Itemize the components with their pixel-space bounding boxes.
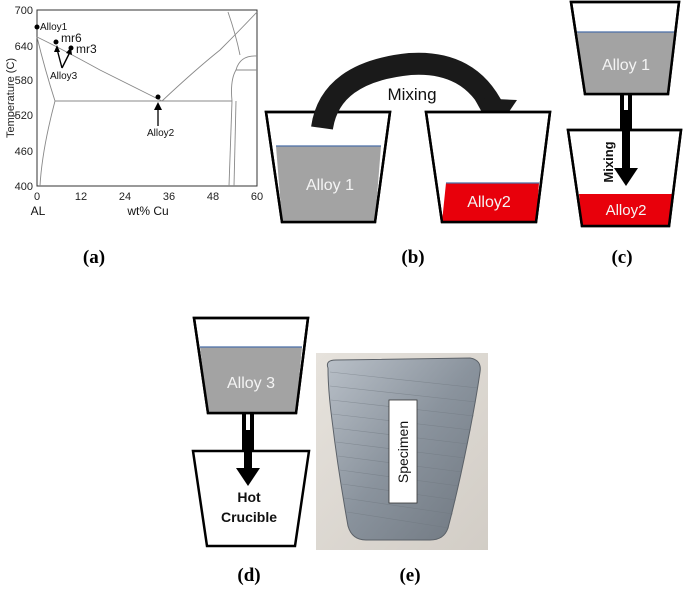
- y-tick-label: 520: [15, 110, 33, 122]
- mixing-label-vertical: Mixing: [601, 141, 616, 182]
- panel-label-a: (a): [83, 247, 105, 268]
- bottom-crucible-outline: [566, 128, 683, 228]
- x-tick-label: 0: [34, 191, 40, 203]
- theta-boundary-left: [228, 100, 233, 187]
- x-tick-label: 48: [207, 191, 219, 203]
- arrowhead-icon: [66, 47, 72, 55]
- hot-crucible: [191, 449, 311, 548]
- mr6-point: [53, 39, 59, 45]
- x-tick-label: 60: [251, 191, 263, 203]
- left-cup-label: Alloy 1: [306, 177, 354, 194]
- alloy3-arrows: [56, 48, 71, 69]
- specimen-label-box: [388, 399, 418, 504]
- solidus-left: [36, 36, 56, 102]
- mr3-label: mr3: [76, 42, 97, 56]
- pour-arrowhead-icon: [614, 168, 638, 186]
- hot-crucible-label-line1: Hot: [237, 489, 261, 505]
- liquidus-left: [36, 36, 163, 102]
- top-cup-label: Alloy 1: [602, 57, 650, 74]
- panel-label-e: (e): [399, 565, 420, 586]
- mixing-arrow-body: [311, 52, 504, 131]
- theta-boundary-right: [233, 100, 237, 187]
- mr6-label: mr6: [61, 31, 82, 45]
- hot-crucible-label-line2: Crucible: [221, 509, 277, 525]
- panel-c: Alloy 1 Mixing Alloy2: [566, 0, 683, 228]
- solvus-left: [39, 100, 56, 187]
- alloy1-label: Alloy1: [40, 22, 68, 33]
- pour-arrow-shaft-d: [244, 430, 252, 470]
- phase-diagram: Temperature (C) 700 640 580 520 460 400 …: [5, 5, 263, 218]
- alloy3-label: Alloy3: [50, 71, 78, 82]
- liquidus-right: [161, 11, 258, 102]
- top-cup-label-d: Alloy 3: [227, 375, 275, 392]
- bottom-crucible-fill: [579, 194, 672, 226]
- bottom-cup-label: Alloy2: [606, 202, 647, 219]
- upper-boundary: [235, 55, 258, 71]
- pour-arrow-shaft: [622, 110, 630, 170]
- x-tick-label: 24: [119, 191, 131, 203]
- y-tick-label: 580: [15, 75, 33, 87]
- arrowhead-icon: [54, 45, 60, 52]
- panel-d: Alloy 3 Hot Crucible: [191, 316, 311, 548]
- panel-b: Alloy 1 Mixing Alloy2: [264, 52, 552, 224]
- alloy1-point: [34, 24, 40, 30]
- arrowhead-icon: [154, 102, 162, 110]
- plot-frame: [36, 9, 258, 187]
- theta-liquidus: [231, 69, 257, 102]
- top-crucible-d-fill: [200, 347, 302, 413]
- specimen-label: Specimen: [395, 421, 411, 483]
- x-tick-label: 36: [163, 191, 175, 203]
- right-crucible-fill: [442, 183, 539, 222]
- specimen-photo: Specimen: [316, 353, 488, 550]
- top-crucible-d-outline: [192, 316, 310, 415]
- panel-label-b: (b): [401, 247, 424, 268]
- x-origin-label: AL: [31, 204, 46, 218]
- alloy2-point: [155, 94, 161, 100]
- y-tick-label: 400: [15, 181, 33, 193]
- upper-right-curve: [227, 11, 241, 56]
- right-crucible-outline: [424, 110, 552, 224]
- x-tick-label: 12: [75, 191, 87, 203]
- mixing-label: Mixing: [387, 85, 436, 104]
- phase-boundaries: [36, 11, 258, 187]
- left-crucible-outline: [264, 110, 392, 224]
- y-tick-label: 700: [15, 5, 33, 17]
- top-crucible-outline: [569, 0, 681, 96]
- alloy2-label: Alloy2: [147, 128, 175, 139]
- panel-label-d: (d): [237, 565, 260, 586]
- x-axis-label: wt% Cu: [126, 204, 168, 218]
- y-tick-label: 460: [15, 146, 33, 158]
- y-axis-label: Temperature (C): [5, 58, 17, 138]
- panel-label-c: (c): [611, 247, 632, 268]
- top-crucible-fill: [577, 32, 675, 94]
- y-tick-label: 640: [15, 41, 33, 53]
- right-cup-label: Alloy2: [467, 194, 511, 211]
- left-crucible-fill: [276, 146, 381, 222]
- pour-arrowhead-icon-d: [236, 468, 260, 486]
